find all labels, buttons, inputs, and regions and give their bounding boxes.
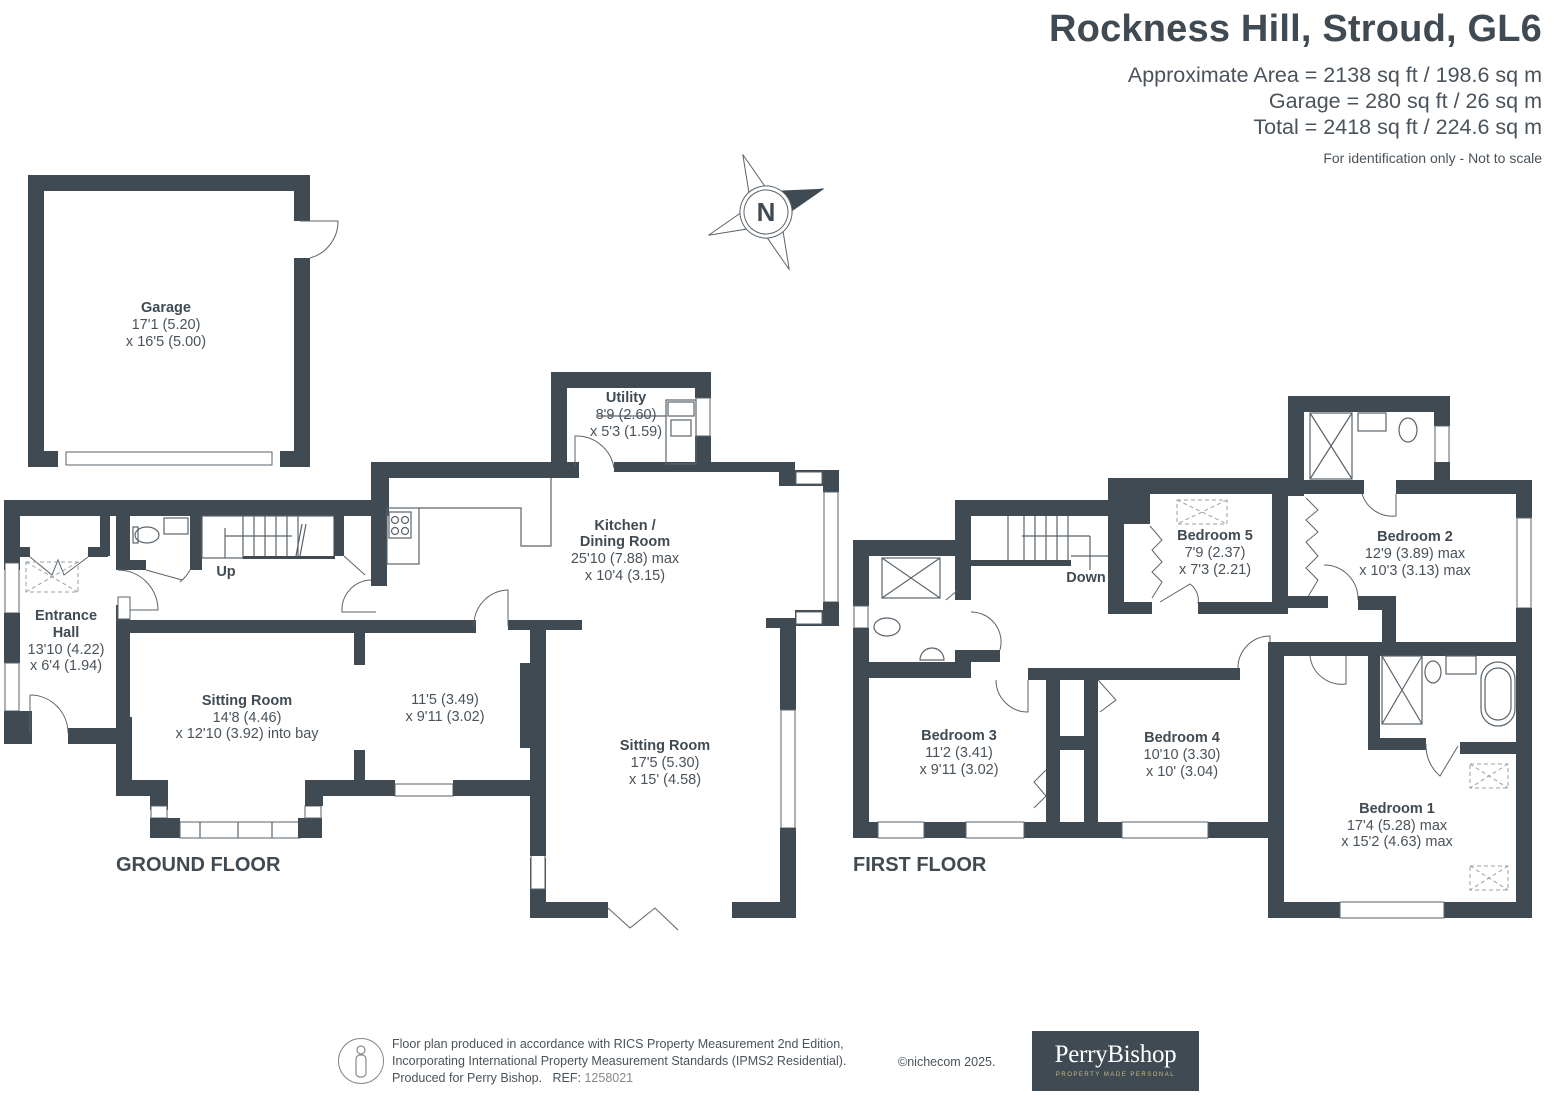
svg-text:x 7'3 (2.21): x 7'3 (2.21) [1179, 562, 1251, 578]
room-entrance-hall: Entrance Hall 13'10 (4.22) x 6'4 (1.94) [28, 608, 105, 674]
svg-text:10'10 (3.30): 10'10 (3.30) [1144, 747, 1221, 763]
svg-text:11'2 (3.41): 11'2 (3.41) [925, 745, 993, 761]
svg-text:x 15'2 (4.63) max: x 15'2 (4.63) max [1341, 834, 1453, 850]
first-floor-walls [853, 396, 1532, 919]
ref-label: REF: [552, 1071, 581, 1085]
svg-text:x 6'4 (1.94): x 6'4 (1.94) [30, 658, 102, 674]
room-utility: Utility 8'9 (2.60) x 5'3 (1.59) [590, 390, 662, 440]
svg-text:Garage: Garage [141, 300, 191, 316]
room-kitchen-dining: Kitchen / Dining Room 25'10 (7.88) max x… [571, 518, 680, 584]
svg-text:x 9'11 (3.02): x 9'11 (3.02) [919, 762, 998, 778]
footer-notes: Floor plan produced in accordance with R… [338, 1036, 846, 1087]
room-sitting-room-2: Sitting Room 17'5 (5.30) x 15' (4.58) [620, 738, 710, 788]
svg-text:12'9 (3.89) max: 12'9 (3.89) max [1365, 546, 1466, 562]
svg-text:11'5 (3.49): 11'5 (3.49) [411, 692, 479, 708]
footer-line-produced: Produced for Perry Bishop. REF: 1258021 [392, 1070, 846, 1087]
room-bedroom-1: Bedroom 1 17'4 (5.28) max x 15'2 (4.63) … [1341, 801, 1453, 850]
room-sitting-room-1: Sitting Room 14'8 (4.46) x 12'10 (3.92) … [175, 693, 319, 742]
svg-text:8'9 (2.60): 8'9 (2.60) [596, 407, 657, 423]
svg-text:Utility: Utility [606, 390, 646, 406]
svg-text:x 15' (4.58): x 15' (4.58) [629, 772, 701, 788]
svg-text:17'5 (5.30): 17'5 (5.30) [631, 755, 700, 771]
room-bedroom-5: Bedroom 5 7'9 (2.37) x 7'3 (2.21) [1177, 528, 1253, 578]
first-floor-label: FIRST FLOOR [853, 854, 987, 876]
first-stairs [971, 516, 1108, 570]
svg-text:Hall: Hall [53, 625, 80, 641]
svg-text:Bedroom 1: Bedroom 1 [1359, 801, 1435, 817]
perry-bishop-logo: PerryBishop PROPERTY MADE PERSONAL [1032, 1031, 1199, 1091]
copyright: ©nichecom 2025. [898, 1055, 996, 1069]
room-bedroom-4: Bedroom 4 10'10 (3.30) x 10' (3.04) [1144, 730, 1221, 780]
svg-text:x 12'10 (3.92) into bay: x 12'10 (3.92) into bay [175, 726, 319, 742]
svg-text:Sitting Room: Sitting Room [620, 738, 710, 754]
footer-line-rics: Floor plan produced in accordance with R… [392, 1037, 844, 1051]
svg-text:Entrance: Entrance [35, 608, 97, 624]
ground-floor-walls [4, 372, 839, 931]
garage-area: Garage = 280 sq ft / 26 sq m [1268, 89, 1542, 113]
svg-text:Bedroom 3: Bedroom 3 [921, 728, 997, 744]
svg-text:Sitting Room: Sitting Room [202, 693, 292, 709]
svg-text:x 10'4 (3.15): x 10'4 (3.15) [585, 568, 665, 584]
svg-text:Kitchen /: Kitchen / [594, 518, 655, 534]
svg-text:25'10 (7.88) max: 25'10 (7.88) max [571, 551, 680, 567]
logo-name: PerryBishop [1054, 1041, 1177, 1068]
svg-text:Bedroom 2: Bedroom 2 [1377, 529, 1453, 545]
ref-value: 1258021 [584, 1071, 634, 1085]
svg-text:14'8 (4.46): 14'8 (4.46) [213, 710, 282, 726]
stairs-up-label: Up [216, 564, 235, 580]
svg-text:17'1 (5.20): 17'1 (5.20) [132, 317, 201, 333]
stairs-down-label: Down [1066, 570, 1105, 586]
area-summary: Approximate Area = 2138 sq ft / 198.6 sq… [1128, 62, 1542, 140]
svg-text:x 5'3 (1.59): x 5'3 (1.59) [590, 424, 662, 440]
svg-text:x 10' (3.04): x 10' (3.04) [1146, 764, 1218, 780]
ground-stairs [201, 515, 335, 559]
footer-text: Floor plan produced in accordance with R… [392, 1036, 846, 1087]
svg-text:x 16'5 (5.00): x 16'5 (5.00) [126, 334, 206, 350]
ground-floor-label: GROUND FLOOR [116, 854, 281, 876]
svg-text:x 9'11 (3.02): x 9'11 (3.02) [405, 709, 484, 725]
total-area: Total = 2418 sq ft / 224.6 sq m [1253, 115, 1542, 139]
produced-for: Produced for Perry Bishop. [392, 1071, 543, 1085]
room-garage: Garage 17'1 (5.20) x 16'5 (5.00) [126, 300, 206, 350]
scale-disclaimer: For identification only - Not to scale [1323, 150, 1542, 166]
room-bedroom-3: Bedroom 3 11'2 (3.41) x 9'11 (3.02) [919, 728, 998, 778]
svg-text:Bedroom 5: Bedroom 5 [1177, 528, 1253, 544]
svg-text:x 10'3 (3.13) max: x 10'3 (3.13) max [1359, 563, 1471, 579]
garage-walls [28, 175, 339, 467]
room-bedroom-2: Bedroom 2 12'9 (3.89) max x 10'3 (3.13) … [1359, 529, 1471, 579]
north-arrow-compass-icon: N [708, 154, 824, 270]
approximate-area: Approximate Area = 2138 sq ft / 198.6 sq… [1127, 63, 1542, 87]
svg-text:Dining Room: Dining Room [580, 534, 670, 550]
compass-north-label: N [757, 197, 776, 227]
svg-text:13'10 (4.22): 13'10 (4.22) [28, 642, 105, 658]
svg-text:7'9 (2.37): 7'9 (2.37) [1185, 545, 1246, 561]
logo-tagline: PROPERTY MADE PERSONAL [1055, 1072, 1176, 1078]
person-measurement-icon [338, 1038, 384, 1084]
svg-text:Bedroom 4: Bedroom 4 [1144, 730, 1220, 746]
footer-line-ipms: Incorporating International Property Mea… [392, 1054, 847, 1068]
room-sitting-room-1-extension: 11'5 (3.49) x 9'11 (3.02) [405, 692, 484, 725]
svg-text:17'4 (5.28) max: 17'4 (5.28) max [1347, 818, 1448, 834]
property-title: Rockness Hill, Stroud, GL6 [1049, 8, 1542, 50]
